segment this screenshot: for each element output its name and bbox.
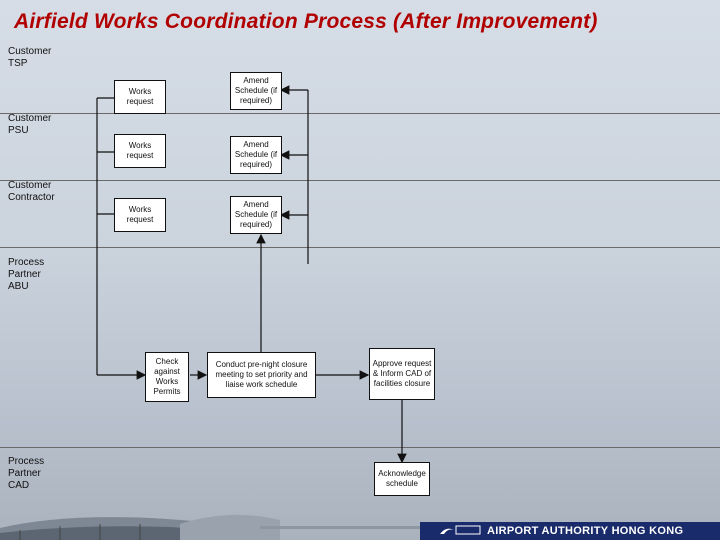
approve-request-box: Approve request & Inform CAD of faciliti… bbox=[369, 348, 435, 400]
airport-authority-logo bbox=[440, 525, 481, 535]
works-request-box: Works request bbox=[114, 80, 166, 114]
footer-bar bbox=[420, 522, 720, 540]
amend-schedule-box: Amend Schedule (if required) bbox=[230, 136, 282, 174]
works-request-box: Works request bbox=[114, 198, 166, 232]
lane-divider bbox=[0, 247, 720, 248]
conduct-meeting-box: Conduct pre-night closure meeting to set… bbox=[207, 352, 316, 398]
lane-label-psu: Customer PSU bbox=[8, 113, 52, 136]
lane-divider bbox=[0, 180, 720, 181]
lane-divider bbox=[0, 447, 720, 448]
amend-schedule-box: Amend Schedule (if required) bbox=[230, 196, 282, 234]
terminal-illustration bbox=[0, 514, 420, 540]
check-permits-box: Check against Works Permits bbox=[145, 352, 189, 402]
lane-label-abu: Process Partner ABU bbox=[8, 257, 45, 292]
page-title: Airfield Works Coordination Process (Aft… bbox=[14, 10, 598, 33]
organization-name: AIRPORT AUTHORITY HONG KONG bbox=[487, 525, 684, 537]
lane-divider bbox=[0, 113, 720, 114]
lane-label-tsp: Customer TSP bbox=[8, 46, 52, 69]
acknowledge-schedule-box: Acknowledge schedule bbox=[374, 462, 430, 496]
works-request-box: Works request bbox=[114, 134, 166, 168]
amend-schedule-box: Amend Schedule (if required) bbox=[230, 72, 282, 110]
lane-label-cad: Process Partner CAD bbox=[8, 456, 45, 491]
lane-label-contractor: Customer Contractor bbox=[8, 180, 55, 203]
